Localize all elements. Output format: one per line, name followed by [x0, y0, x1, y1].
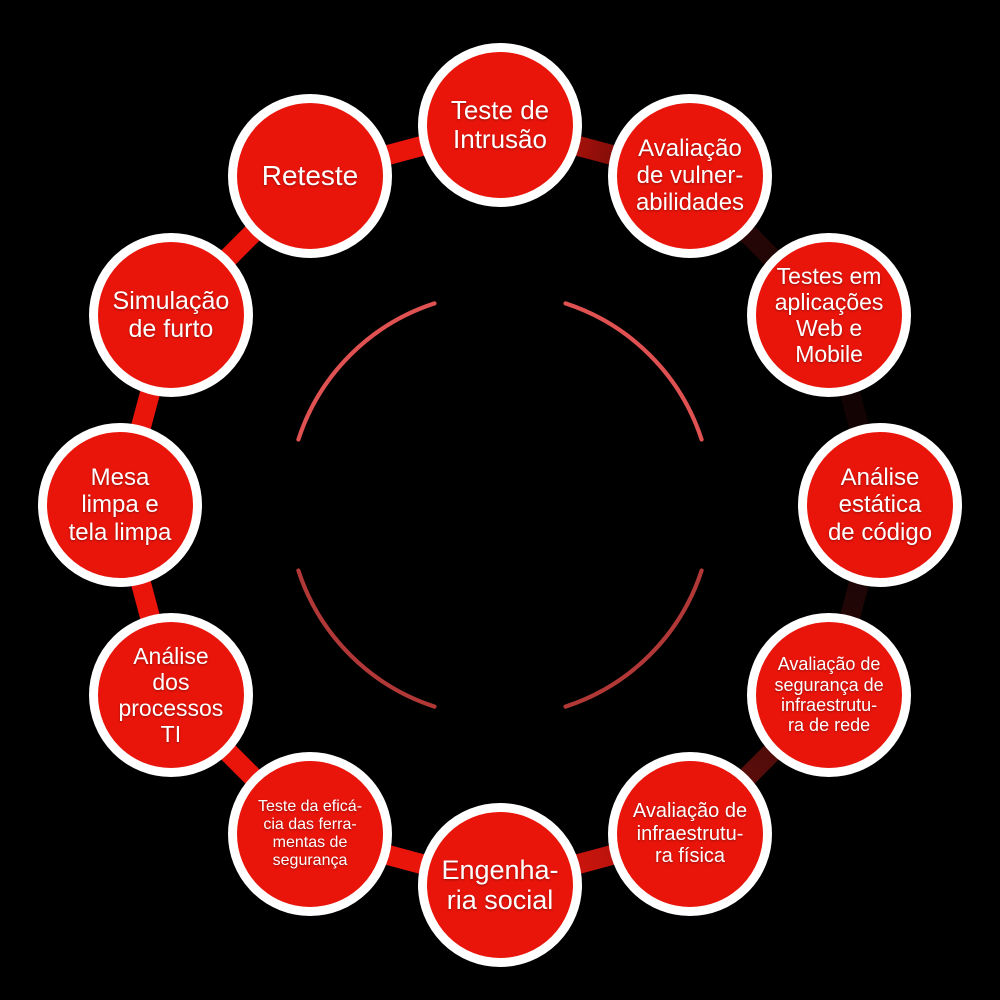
node-label-line: estática [838, 491, 922, 519]
node-label-line: de vulner- [636, 162, 744, 190]
node-label-line: ra de rede [788, 715, 871, 736]
node-label-line: Avaliação de [777, 654, 881, 675]
node-label-line: Mobile [795, 340, 863, 367]
node-label-line: cia das ferra- [263, 816, 357, 833]
node-label-line: limpa e [81, 491, 159, 519]
node-label-line: infraestrutu- [781, 695, 878, 715]
inner-arc-bottom-right [563, 568, 704, 709]
node-label-line: de furto [128, 315, 214, 343]
inner-arc-top-left [296, 301, 437, 442]
node-label-line: Simulação [112, 286, 230, 315]
cycle-node-reteste: Reteste [228, 93, 392, 258]
node-label-line: Avaliação de [632, 800, 748, 823]
node-label-line: segurança [272, 852, 348, 870]
node-label-line: Engenha- [441, 854, 559, 885]
node-label-line: Avaliação [638, 135, 742, 163]
inner-arc-bottom-left [296, 568, 437, 709]
node-label-line: processos [118, 695, 224, 721]
node-label-line: Teste da eficá- [257, 797, 363, 815]
node-label-line: Intrusão [453, 124, 547, 154]
inner-arc-top-right [563, 301, 704, 442]
node-label-line: aplicações [774, 289, 884, 316]
node-label-line: Reteste [261, 160, 359, 192]
cycle-node-engenharia-social: Engenha-ria social [418, 803, 582, 967]
node-label-line: segurança de [774, 674, 884, 695]
node-label-line: infraestrutu- [636, 822, 744, 845]
node-label-line: tela limpa [68, 518, 172, 546]
node-label-line: Análise [133, 643, 209, 670]
node-label-line: dos [152, 669, 190, 696]
node-label-line: de código [827, 518, 933, 546]
node-label-line: Mesa [90, 464, 150, 492]
inner-circle-arcs [296, 301, 704, 709]
node-label-line: Testes em [776, 263, 882, 290]
node-label-line: ra física [654, 845, 726, 868]
node-label-line: Análise [840, 464, 920, 492]
node-label-line: Web e [796, 315, 863, 341]
node-label-line: Teste de [450, 94, 550, 125]
node-label-line: mentas de [272, 834, 348, 852]
node-label-line: ria social [446, 885, 554, 915]
node-label-line: abilidades [635, 189, 745, 217]
node-label-line: TI [160, 720, 182, 747]
